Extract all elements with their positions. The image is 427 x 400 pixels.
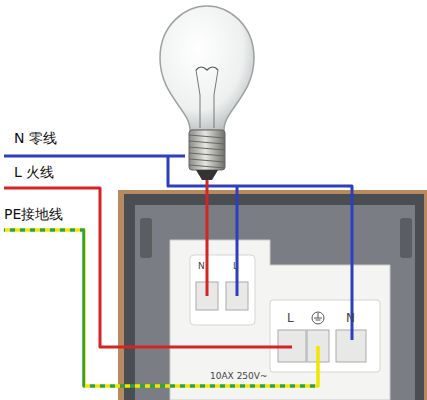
wire-label: L 火线 — [14, 165, 54, 180]
live-wire — [206, 178, 209, 296]
wire-label: N 零线 — [14, 131, 57, 146]
neutral-wire — [4, 155, 185, 158]
plate-recess — [135, 205, 415, 400]
switch-plate — [124, 194, 424, 400]
live-wire — [4, 188, 292, 347]
terminal-label: L — [287, 312, 294, 325]
neutral-wire — [168, 156, 352, 340]
two-pin-block — [190, 255, 255, 325]
ground-symbol — [312, 312, 324, 324]
mount-slot — [140, 218, 152, 258]
mount-slot — [400, 218, 412, 258]
three-pin-block — [270, 300, 380, 372]
wire-label: PE接地线 — [4, 207, 63, 222]
wall — [118, 190, 427, 400]
pin-label: N — [198, 262, 205, 272]
terminal-label: N — [346, 312, 355, 325]
rating-text: 10AX 250V~ — [210, 372, 268, 382]
neutral-wire — [236, 186, 239, 296]
socket-module — [170, 240, 390, 400]
pin-label: L — [233, 262, 238, 272]
light-bulb — [160, 6, 254, 180]
earth-wire — [4, 230, 318, 386]
